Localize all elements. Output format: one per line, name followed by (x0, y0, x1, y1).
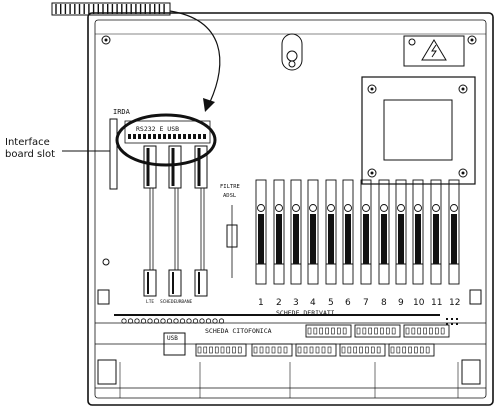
keyhole-mount (281, 33, 303, 71)
line-slot (194, 145, 208, 297)
interface-pins (128, 134, 206, 139)
terminal-block (388, 343, 435, 357)
terminal-block (354, 324, 401, 338)
usb-label: USB (167, 335, 178, 342)
arrow-head (203, 98, 215, 112)
slot-number: 1 (258, 298, 264, 308)
enclosure-inner (94, 19, 487, 399)
callout-line-1: Interface (5, 137, 50, 148)
slot-number: 12 (449, 298, 460, 308)
slot-number: 6 (345, 298, 351, 308)
extension-slot (412, 179, 424, 285)
warning-label (403, 35, 465, 67)
extension-slots (255, 179, 460, 285)
irda-label: IRDA (113, 108, 131, 116)
filtre-label: FILTRE (220, 184, 240, 190)
terminal-blocks (195, 324, 450, 357)
extension-slot (395, 179, 407, 285)
line-slot (143, 145, 157, 297)
right-clip (469, 289, 482, 305)
interface-connector (124, 120, 211, 144)
terminal-block (305, 324, 352, 338)
transformer (361, 76, 476, 185)
terminal-block (339, 343, 386, 357)
schede-derivati-label: SCHEDE DERIVATI (276, 309, 335, 317)
scheda-citofonica-label: SCHEDA CITOFONICA (205, 327, 272, 335)
line-label: LTE (146, 299, 154, 305)
extension-slot (325, 179, 337, 285)
extension-slot (255, 179, 267, 285)
extension-slot (290, 179, 302, 285)
extension-slot (360, 179, 372, 285)
extension-slot (307, 179, 319, 285)
terminal-block (251, 343, 293, 357)
scheda-label: SCHEDE (160, 299, 177, 305)
insert-arrow (169, 10, 221, 103)
rs232-usb-label: RS232 E USB (136, 125, 179, 133)
enclosure-outer (87, 12, 494, 406)
irda-connector (109, 118, 118, 190)
usb-port (163, 332, 186, 356)
extension-slot (342, 179, 354, 285)
left-clip (97, 289, 110, 305)
cable-entries (95, 359, 486, 398)
extension-slot (448, 179, 460, 285)
urbane-label: URBANE (176, 299, 193, 305)
callout-line-2: board slot (5, 149, 55, 160)
slot-number: 7 (363, 298, 369, 308)
adsl-label: ADSL (223, 193, 237, 199)
corner-holes (101, 35, 477, 266)
line-slots (143, 145, 208, 297)
slot-number: 3 (293, 298, 299, 308)
slot-number: 5 (328, 298, 334, 308)
slot-number: 4 (310, 298, 316, 308)
extension-slot (378, 179, 390, 285)
slot-number: 9 (398, 298, 404, 308)
interface-slot-highlight (115, 113, 217, 167)
line-slot (168, 145, 182, 297)
bus-pins (121, 318, 458, 325)
extension-slot (430, 179, 442, 285)
slot-number: 8 (381, 298, 387, 308)
terminal-block (295, 343, 337, 357)
slot-number: 11 (431, 298, 442, 308)
terminal-block (195, 343, 247, 357)
extension-slot (273, 179, 285, 285)
terminal-block (403, 324, 450, 338)
slot-number: 2 (276, 298, 282, 308)
slot-number: 10 (413, 298, 425, 308)
